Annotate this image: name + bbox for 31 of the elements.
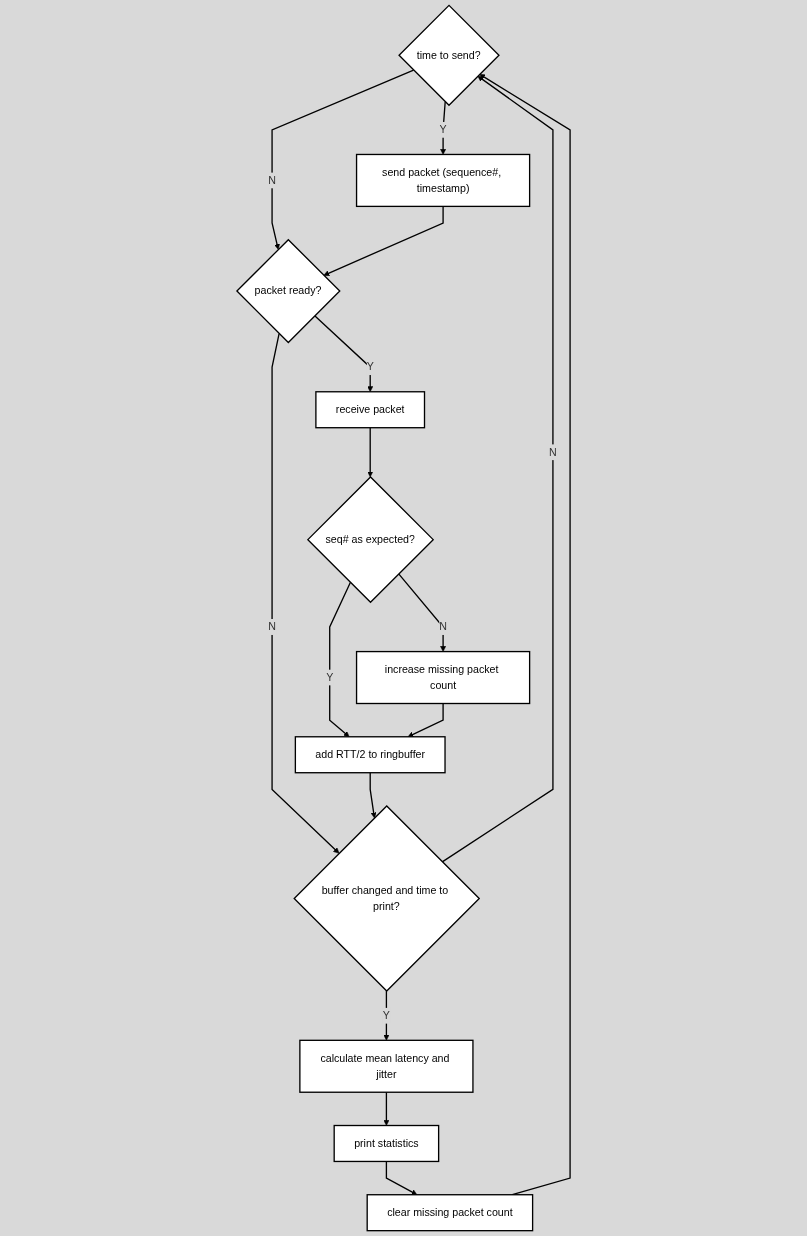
node-diamond: time to send? (398, 4, 500, 107)
node-box: print statistics (333, 1124, 440, 1163)
edge-label: Y (326, 671, 334, 683)
arrow (323, 205, 444, 276)
arrow (369, 772, 377, 819)
node-box: calculate mean latency and jitter (299, 1039, 474, 1093)
edge-label: N (549, 446, 557, 458)
arrow (271, 69, 415, 250)
arrow (479, 74, 571, 1196)
edge-label: Y (366, 361, 374, 373)
arrow (314, 315, 374, 393)
node-box: add RTT/2 to ringbuffer (294, 736, 446, 774)
node-diamond: packet ready? (235, 238, 341, 344)
arrow (398, 573, 446, 652)
arrow (367, 427, 374, 478)
node-box: clear missing packet count (366, 1194, 534, 1232)
arrow (329, 581, 351, 738)
node-diamond: buffer changed and time to print? (293, 805, 481, 992)
edge-label: Y (439, 123, 447, 136)
edge-label: N (268, 174, 276, 186)
arrow (271, 332, 340, 854)
node-box: send packet (sequence#, timestamp) (355, 153, 531, 208)
arrow (407, 702, 444, 738)
node-box: receive packet (315, 391, 426, 429)
arrow (383, 1091, 390, 1126)
node-box: increase missing packet count (355, 650, 531, 705)
edge-label: N (268, 620, 276, 633)
edge-label: N (439, 620, 447, 633)
edge-label: Y (382, 1009, 390, 1021)
arrow (385, 1160, 418, 1195)
node-diamond: seq# as expected? (306, 476, 435, 604)
